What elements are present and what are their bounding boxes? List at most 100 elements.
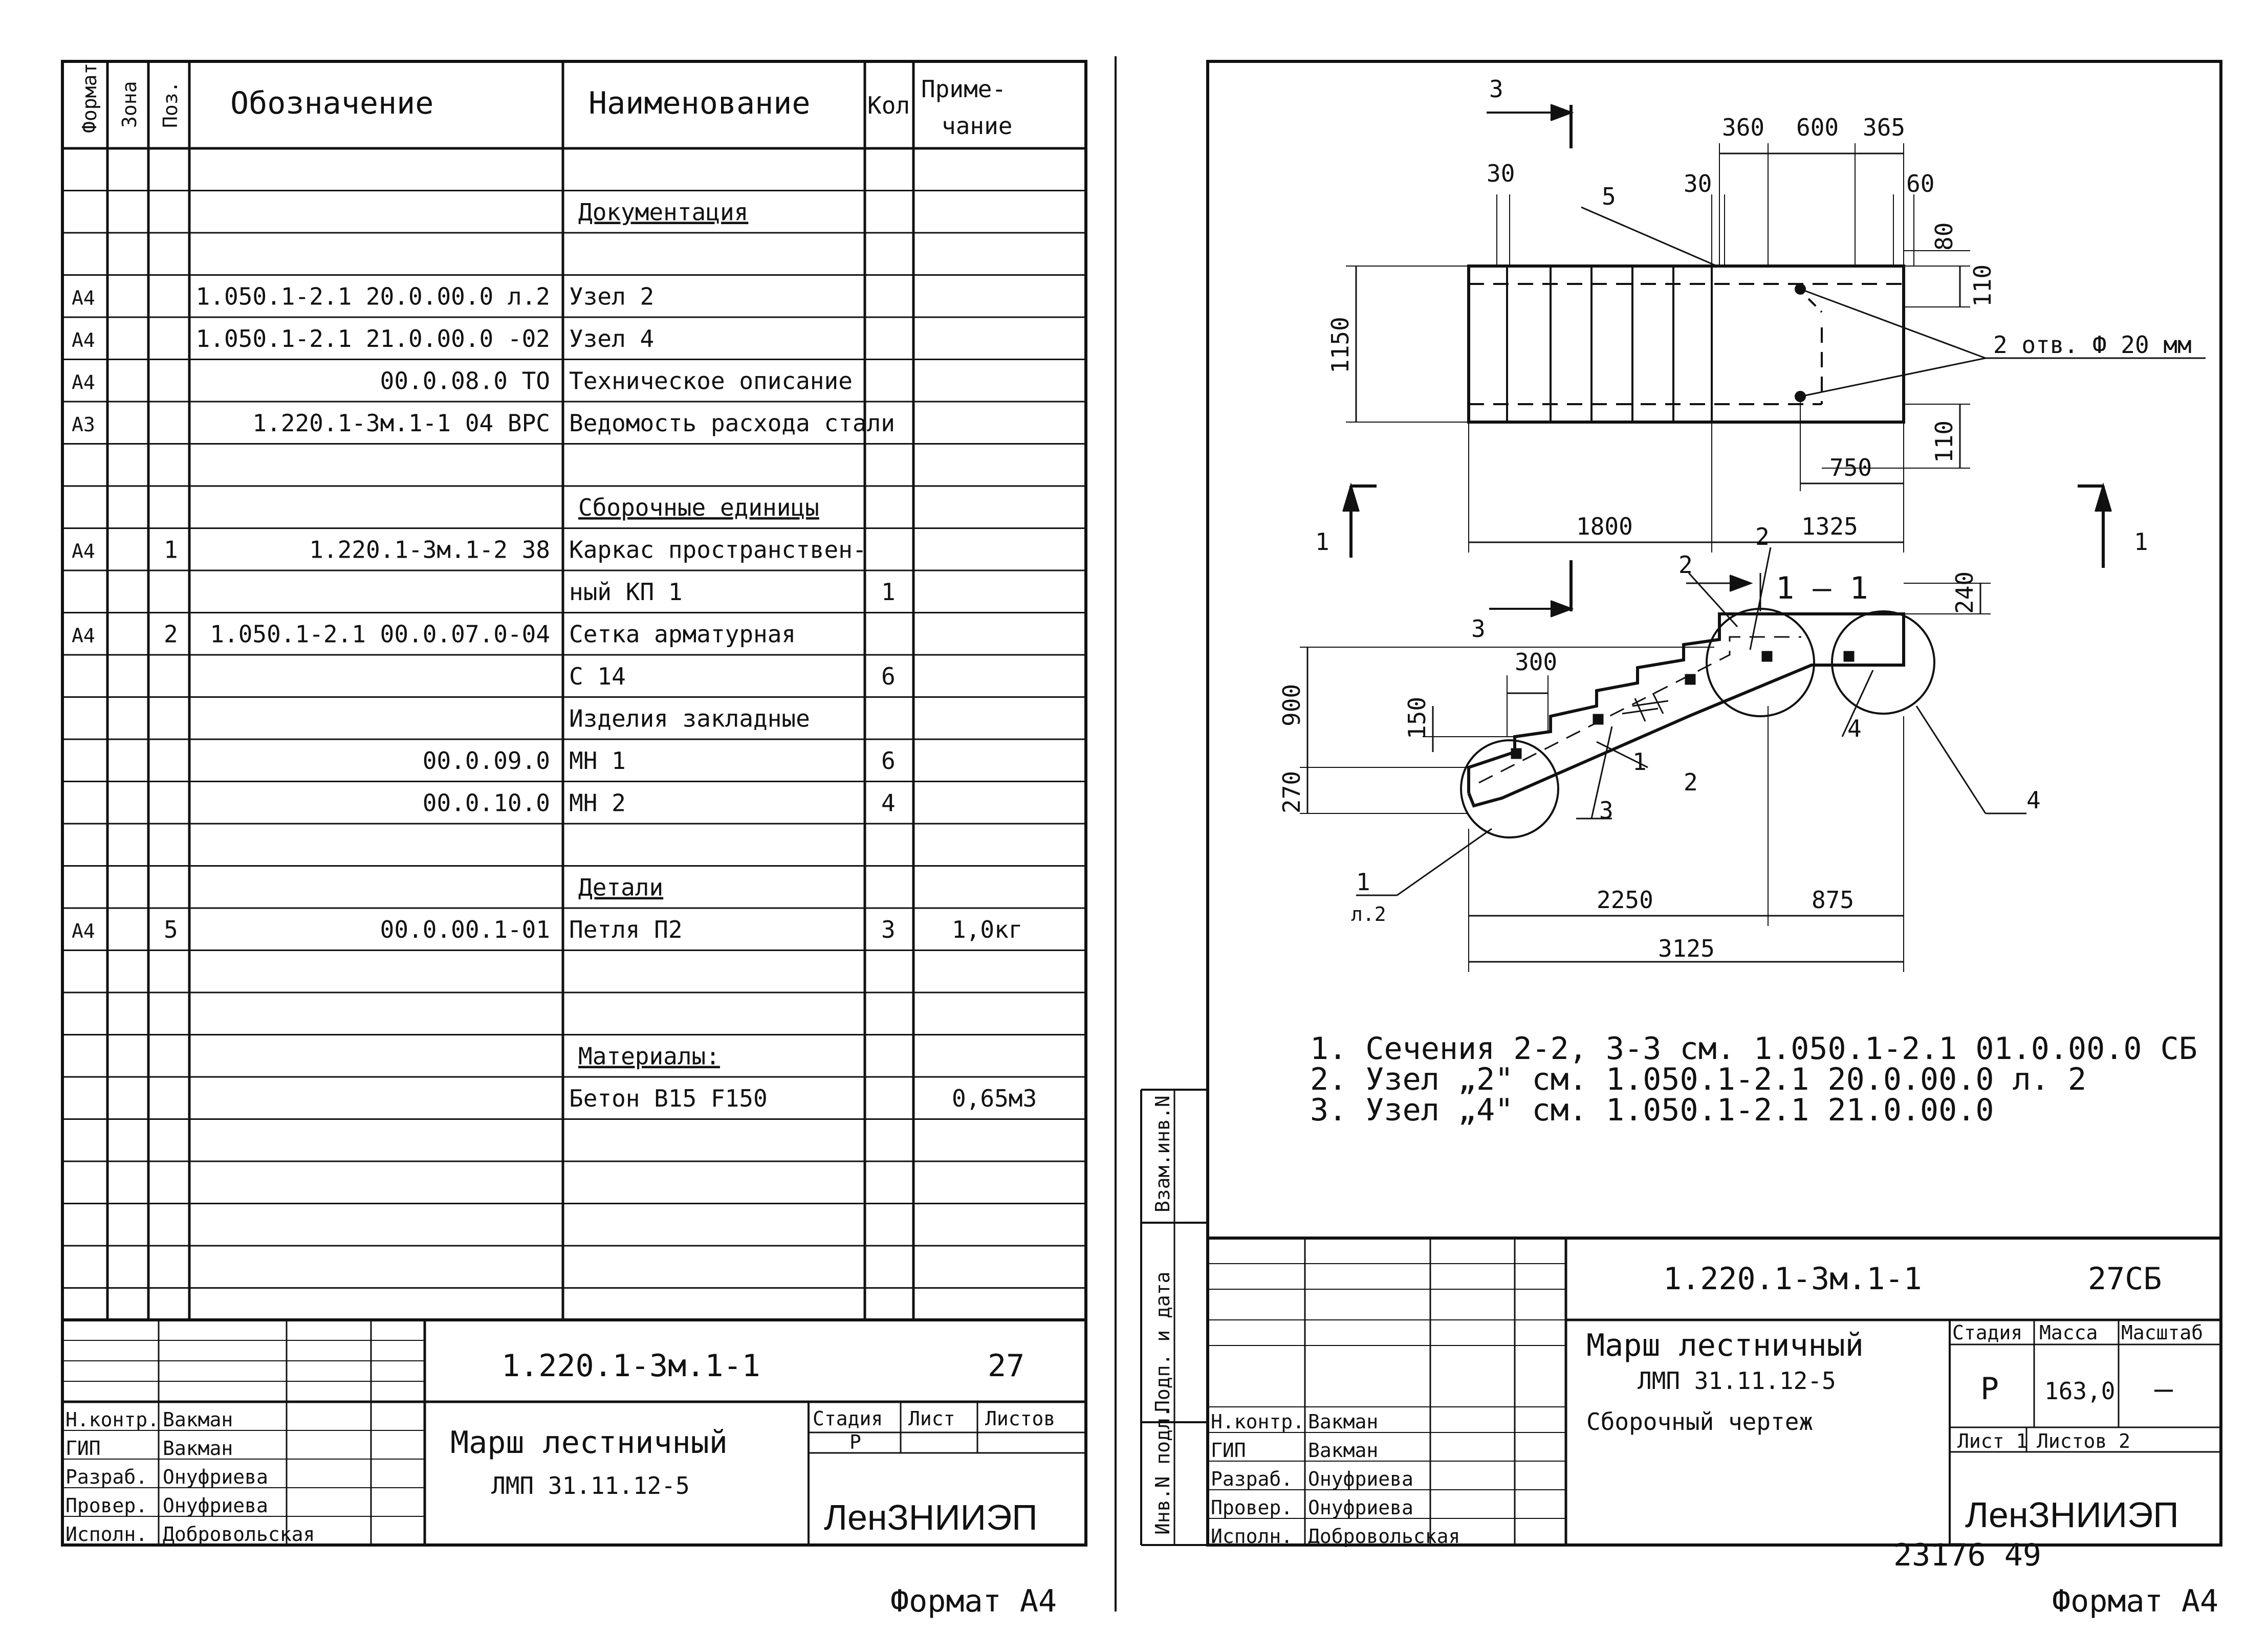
holes-label: 2 отв. Ф 20 мм — [1993, 331, 2192, 359]
row-format: А4 — [72, 287, 95, 310]
header-zone: Зона — [118, 81, 141, 128]
row-name: Бетон В15 F150 — [569, 1085, 768, 1112]
right-stamp-mass: 163,0 — [2044, 1377, 2115, 1405]
row-designation: 00.0.08.0 ТО — [380, 367, 550, 395]
right-format: Формат А4 — [2052, 1583, 2218, 1619]
row-name: МН 2 — [569, 789, 626, 817]
dim-240: 240 — [1951, 571, 1978, 614]
dim-360: 360 — [1722, 114, 1764, 141]
row-format: А4 — [72, 920, 95, 942]
callout-5: 5 — [1602, 183, 1616, 210]
note-1: 1. Сечения 2-2, 3-3 см. 1.050.1-2.1 01.0… — [1310, 1031, 2197, 1067]
dim-3125: 3125 — [1658, 935, 1715, 962]
right-stamp-title-3: Сборочный чертеж — [1586, 1408, 1813, 1436]
row-format: А3 — [72, 413, 95, 436]
row-name: МН 1 — [569, 747, 626, 775]
row-designation: 1.050.1-2.1 20.0.00.0 л.2 — [196, 283, 550, 311]
spec-table — [61, 60, 1087, 1547]
callout-1-left: 1 — [1315, 528, 1329, 556]
row-name: Детали — [578, 874, 663, 901]
stamp-person: Онуфриева — [1308, 1496, 1413, 1519]
row-name: С 14 — [569, 663, 626, 690]
row-note: 1,0кг — [952, 916, 1022, 943]
row-position: 1 — [164, 536, 178, 564]
row-name: Каркас пространствен- — [569, 536, 867, 564]
row-name: Сетка арматурная — [569, 621, 796, 648]
side-label-inv: Инв.N подл. — [1151, 1406, 1174, 1535]
dim-110-b: 110 — [1930, 421, 1958, 463]
section-label: 1 — 1 — [1776, 570, 1868, 606]
row-name: Техническое описание — [569, 367, 853, 395]
left-format: Формат А4 — [890, 1583, 1057, 1619]
archive-number: 23176 49 — [1893, 1537, 2041, 1573]
row-format: А4 — [72, 329, 95, 351]
row-name: Петля П2 — [569, 916, 683, 943]
callout-4-b: 4 — [2026, 786, 2041, 814]
header-pos: Поз. — [159, 81, 182, 128]
stamp-person: Онуфриева — [163, 1494, 268, 1517]
dim-1150: 1150 — [1326, 317, 1354, 373]
header-format: Формат — [78, 63, 101, 133]
row-designation: 00.0.09.0 — [423, 747, 550, 775]
left-stamp-code-suffix: 27 — [988, 1348, 1024, 1384]
row-designation: 1.220.1-3м.1-1 04 ВРС — [252, 409, 550, 437]
dim-60: 60 — [1906, 170, 1934, 197]
left-stamp-code: 1.220.1-3м.1-1 — [501, 1348, 760, 1384]
stamp-person: Вакман — [1308, 1439, 1378, 1462]
right-stamp-sheet: Лист 1 — [1957, 1430, 2027, 1452]
right-stamp-code: 1.220.1-3м.1-1 — [1663, 1261, 1922, 1297]
left-stamp-title-1: Марш лестничный — [450, 1425, 728, 1461]
row-name: Сборочные единицы — [578, 494, 819, 521]
row-qty: 1 — [881, 578, 896, 606]
stamp-role: Исполн. — [66, 1523, 147, 1546]
callout-2-a: 2 — [1678, 551, 1693, 579]
note-2: 2. Узел „2" см. 1.050.1-2.1 20.0.00.0 л.… — [1310, 1062, 2086, 1097]
note-3: 3. Узел „4" см. 1.050.1-2.1 21.0.00.0 — [1310, 1092, 1994, 1128]
left-stamp-stage: Р — [849, 1431, 861, 1453]
dim-300: 300 — [1515, 648, 1557, 676]
dim-600: 600 — [1796, 114, 1839, 141]
callout-4-a: 4 — [1847, 715, 1862, 742]
dim-1325: 1325 — [1801, 513, 1858, 540]
dim-900: 900 — [1278, 684, 1305, 726]
dim-150: 150 — [1403, 697, 1431, 739]
left-stamp-sheets-label: Листов — [985, 1407, 1055, 1430]
right-stamp-stage: Р — [1980, 1371, 1999, 1407]
side-label-replace: Взам.инв.N — [1151, 1095, 1174, 1212]
drawing-frame — [1140, 60, 2222, 1547]
stamp-role: Исполн. — [1211, 1525, 1293, 1548]
stamp-person: Онуфриева — [163, 1466, 268, 1488]
dim-30-a: 30 — [1487, 160, 1515, 187]
right-stamp-mass-label: Масса — [2039, 1321, 2098, 1344]
stamp-person: Вакман — [163, 1408, 233, 1431]
right-stamp-stage-label: Стадия — [1952, 1321, 2022, 1344]
stamp-person: Онуфриева — [1308, 1468, 1413, 1490]
row-note: 0,65м3 — [952, 1085, 1037, 1112]
plan-view — [1342, 104, 2206, 617]
header-qty: Кол — [867, 92, 910, 119]
side-label-sign: Подп. и дата — [1151, 1271, 1174, 1412]
left-stamp-org: ЛенЗНИИЭП — [824, 1497, 1038, 1537]
stamp-role: Провер. — [1211, 1496, 1293, 1519]
stamp-role: Провер. — [66, 1494, 147, 1517]
right-stamp-title-2: ЛМП 31.11.12-5 — [1638, 1367, 1836, 1395]
callout-1-node: 1 — [1356, 868, 1370, 896]
callout-sheet-2: л.2 — [1351, 903, 1386, 925]
dim-2250: 2250 — [1597, 886, 1653, 914]
row-designation: 00.0.00.1-01 — [380, 916, 550, 943]
left-stamp-sheet-label: Лист — [908, 1407, 955, 1430]
callout-1-section: 1 — [1632, 748, 1647, 776]
row-qty: 6 — [881, 663, 896, 690]
header-designation: Обозначение — [230, 85, 433, 121]
row-format: А4 — [72, 625, 95, 647]
row-designation: 00.0.10.0 — [423, 789, 550, 817]
stamp-role: ГИП — [66, 1437, 101, 1460]
dim-270: 270 — [1278, 771, 1305, 813]
stamp-person: Добровольская — [1308, 1525, 1460, 1548]
callout-2-c: 2 — [1684, 768, 1698, 796]
dim-30-b: 30 — [1684, 170, 1712, 197]
